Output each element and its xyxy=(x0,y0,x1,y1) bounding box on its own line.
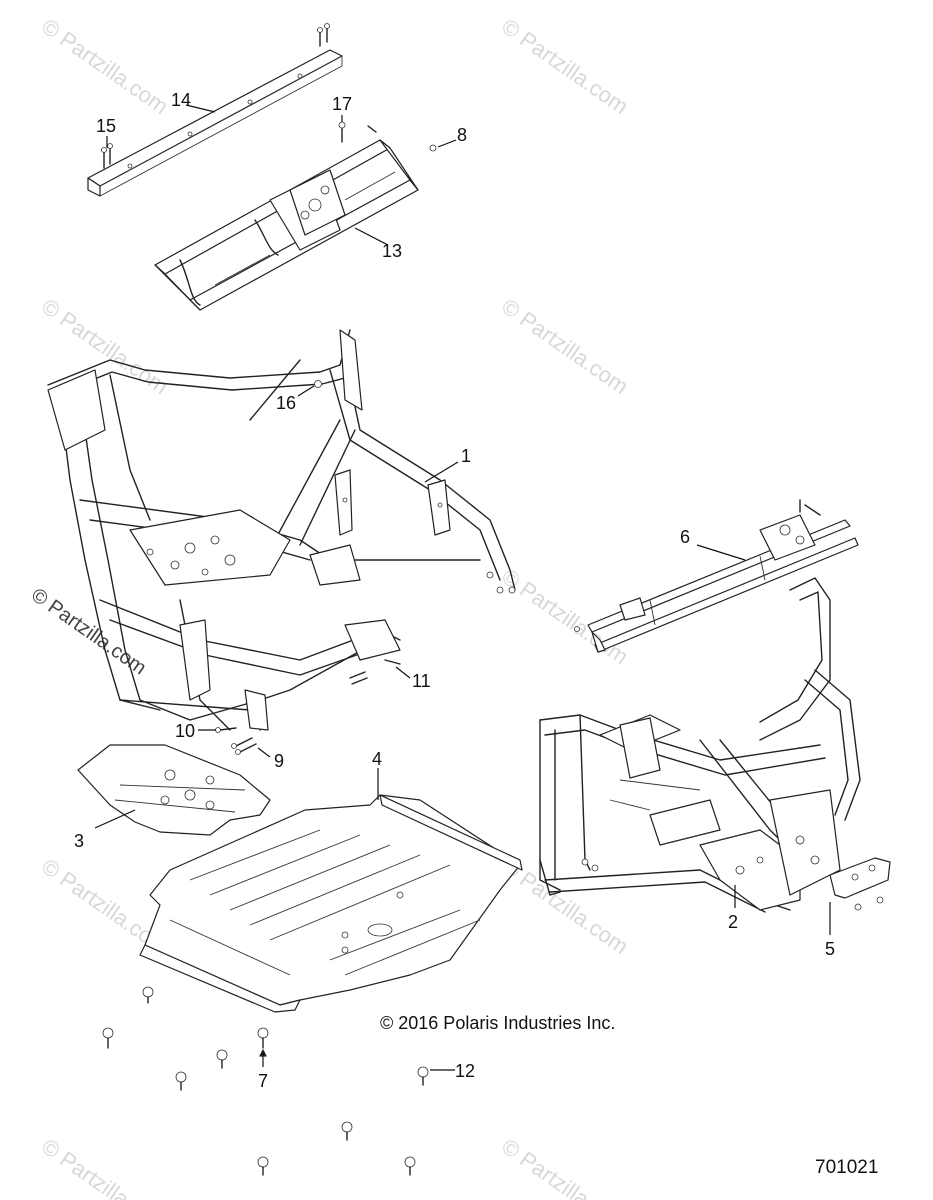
copyright-notice: © 2016 Polaris Industries Inc. xyxy=(380,1013,616,1033)
push-pin-icon xyxy=(257,1027,269,1049)
part-14-bar xyxy=(87,49,343,197)
leader-11 xyxy=(395,666,411,679)
callout-4: 4 xyxy=(372,749,382,769)
part-13-frame xyxy=(154,121,419,311)
push-pin-icon xyxy=(102,1027,114,1049)
leader-7-arrow xyxy=(259,1049,267,1057)
callout-13: 13 xyxy=(382,241,402,261)
push-pin-icon xyxy=(341,1121,353,1141)
part-5-bracket xyxy=(829,857,891,911)
part-4-floor-plate xyxy=(139,794,523,1013)
part-7-12-fasteners xyxy=(102,986,429,1176)
leader-14 xyxy=(185,104,216,113)
callout-17: 17 xyxy=(332,94,352,114)
push-pin-icon xyxy=(175,1071,187,1091)
callout-8: 8 xyxy=(457,125,467,145)
callout-numbers: 1 2 3 4 5 6 7 8 9 10 11 12 13 14 15 16 1… xyxy=(74,90,835,1091)
part-2-rear-frame xyxy=(539,577,861,913)
watermark: © Partzilla.com xyxy=(497,854,633,960)
leader-lines xyxy=(94,104,831,1071)
part-16-nut xyxy=(314,380,322,388)
callout-2: 2 xyxy=(728,912,738,932)
watermark-dark: © Partzilla.com xyxy=(27,584,150,679)
push-pin-icon xyxy=(404,1156,416,1176)
leader-1 xyxy=(424,461,459,483)
leader-16 xyxy=(297,385,315,397)
part-6-rail xyxy=(574,499,859,653)
leader-13 xyxy=(354,227,389,246)
part-9-10-bolts xyxy=(215,727,257,755)
callout-3: 3 xyxy=(74,831,84,851)
watermark: © Partzilla.com xyxy=(37,14,173,120)
watermark: © Partzilla.com xyxy=(497,14,633,120)
part-1-main-frame xyxy=(47,329,516,731)
push-pin-icon xyxy=(142,986,154,1004)
callout-11: 11 xyxy=(412,671,431,691)
part-8-nut xyxy=(429,144,437,152)
callout-16: 16 xyxy=(276,393,296,413)
callout-7: 7 xyxy=(258,1071,268,1091)
callout-15: 15 xyxy=(96,116,116,136)
leader-9 xyxy=(257,747,271,758)
callout-5: 5 xyxy=(825,939,835,959)
callout-14: 14 xyxy=(171,90,191,110)
watermark: © Partzilla.com xyxy=(497,294,633,400)
callout-9: 9 xyxy=(274,751,284,771)
push-pin-icon xyxy=(216,1049,228,1069)
push-pin-icon xyxy=(417,1066,429,1086)
part-11-bolts xyxy=(349,659,401,685)
push-pin-icon xyxy=(257,1156,269,1176)
watermark: © Partzilla.com xyxy=(37,294,173,400)
part-3-skid-plate xyxy=(77,744,271,836)
part-15-bolts xyxy=(101,23,330,169)
drawing-id: 701021 xyxy=(815,1157,879,1178)
leader-8 xyxy=(437,139,457,148)
watermark: © Partzilla.com xyxy=(497,1134,633,1200)
leader-6 xyxy=(696,544,746,561)
callout-6: 6 xyxy=(680,527,690,547)
callout-12: 12 xyxy=(455,1061,475,1081)
watermark: © Partzilla.com xyxy=(37,1134,173,1200)
leader-3 xyxy=(94,809,136,829)
callout-1: 1 xyxy=(461,446,471,466)
callout-10: 10 xyxy=(175,721,195,741)
